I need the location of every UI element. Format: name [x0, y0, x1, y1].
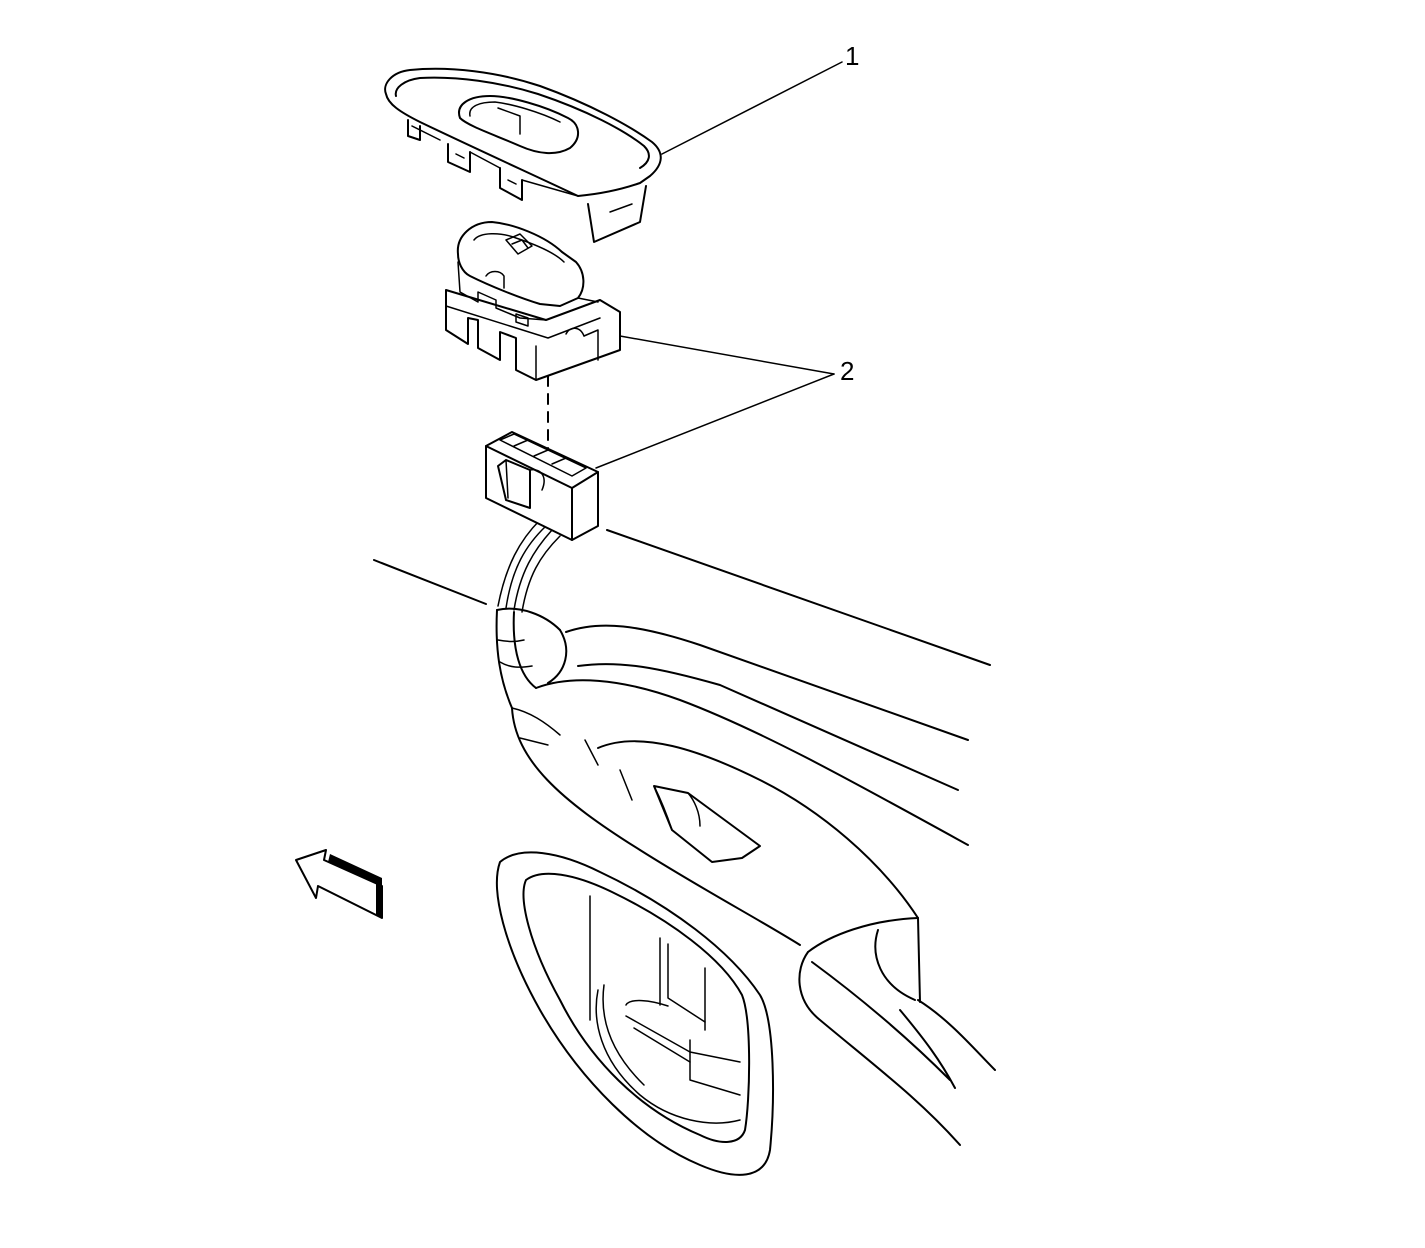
window-switch: [445, 221, 621, 381]
door-trim-panel: [373, 519, 996, 1176]
callout-label-2: 2: [840, 356, 854, 386]
arrow-forward-icon: [295, 849, 383, 919]
callout-2: 2: [595, 335, 854, 469]
callout-1: 1: [661, 41, 859, 155]
switch-bezel: [384, 67, 662, 243]
callout-label-1: 1: [845, 41, 859, 71]
wiring-connector: [485, 431, 599, 541]
